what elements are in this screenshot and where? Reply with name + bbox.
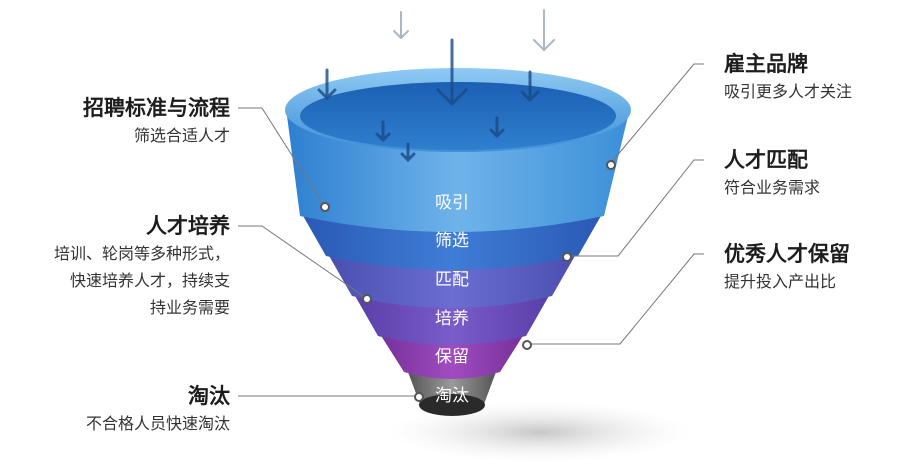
falling-arrows-inside (317, 38, 540, 162)
anchor-dot (320, 202, 330, 212)
funnel-band-retention (380, 334, 524, 379)
funnel-band-cultivation (354, 294, 550, 345)
annotation-recruitment: 招聘标准与流程 筛选合适人才 (83, 94, 230, 149)
annotation-title: 人才培养 (146, 214, 230, 238)
annotation-title: 人才匹配 (724, 148, 808, 172)
funnel-tip (419, 394, 485, 416)
stage-labels: 吸引 筛选 匹配 培养 保留 淘汰 (435, 193, 469, 406)
anchor-dot (414, 392, 424, 402)
anchor-dot (606, 160, 616, 170)
annotation-desc: 不合格人员快速淘汰 (85, 414, 230, 433)
annotation-elimination: 淘汰 不合格人员快速淘汰 (86, 382, 230, 437)
annotation-title: 招聘标准与流程 (83, 96, 230, 120)
annotation-desc: 培训、轮岗等多种形式， (53, 244, 230, 263)
stage-label: 保留 (435, 347, 469, 367)
stage-label: 筛选 (435, 231, 469, 251)
falling-arrows (393, 9, 555, 51)
leader-lines (238, 63, 704, 397)
anchor-dot (362, 294, 372, 304)
arrow-down-icon (375, 120, 391, 142)
annotation-desc: 持业务需要 (149, 298, 230, 317)
funnel-band-matching (328, 254, 576, 308)
arrow-down-icon (436, 38, 468, 106)
arrow-down-icon (489, 116, 505, 138)
arrow-down-icon (400, 142, 416, 162)
annotation-desc: 筛选合适人才 (133, 126, 230, 145)
annotation-title: 淘汰 (188, 384, 230, 408)
annotation-title: 雇主品牌 (724, 52, 808, 76)
funnel-opening (300, 82, 616, 150)
funnel-shadow (390, 402, 690, 462)
stage-label: 匹配 (435, 270, 469, 290)
stage-label: 吸引 (435, 193, 469, 213)
annotation-talent-development: 人才培养 培训、轮岗等多种形式， 快速培养人才，持续支 持业务需要 (54, 212, 230, 321)
annotation-talent-matching: 人才匹配 符合业务需求 (724, 146, 820, 201)
stage-label: 培养 (435, 309, 469, 329)
annotation-desc: 吸引更多人才关注 (724, 82, 853, 101)
arrow-down-icon (533, 9, 555, 51)
arrow-down-icon (317, 68, 337, 100)
stage-label: 淘汰 (435, 386, 469, 406)
arrow-down-icon (393, 11, 409, 39)
anchor-dot (562, 252, 572, 262)
annotation-employer-brand: 雇主品牌 吸引更多人才关注 (724, 50, 852, 105)
annotation-retention: 优秀人才保留 提升投入产出比 (724, 240, 850, 295)
annotation-desc: 提升投入产出比 (724, 272, 837, 291)
arrow-down-icon (520, 70, 540, 102)
annotation-desc: 快速培养人才，持续支 (69, 271, 230, 290)
annotation-title: 优秀人才保留 (724, 242, 850, 266)
annotation-desc: 符合业务需求 (724, 178, 821, 197)
anchor-dot (522, 340, 532, 350)
